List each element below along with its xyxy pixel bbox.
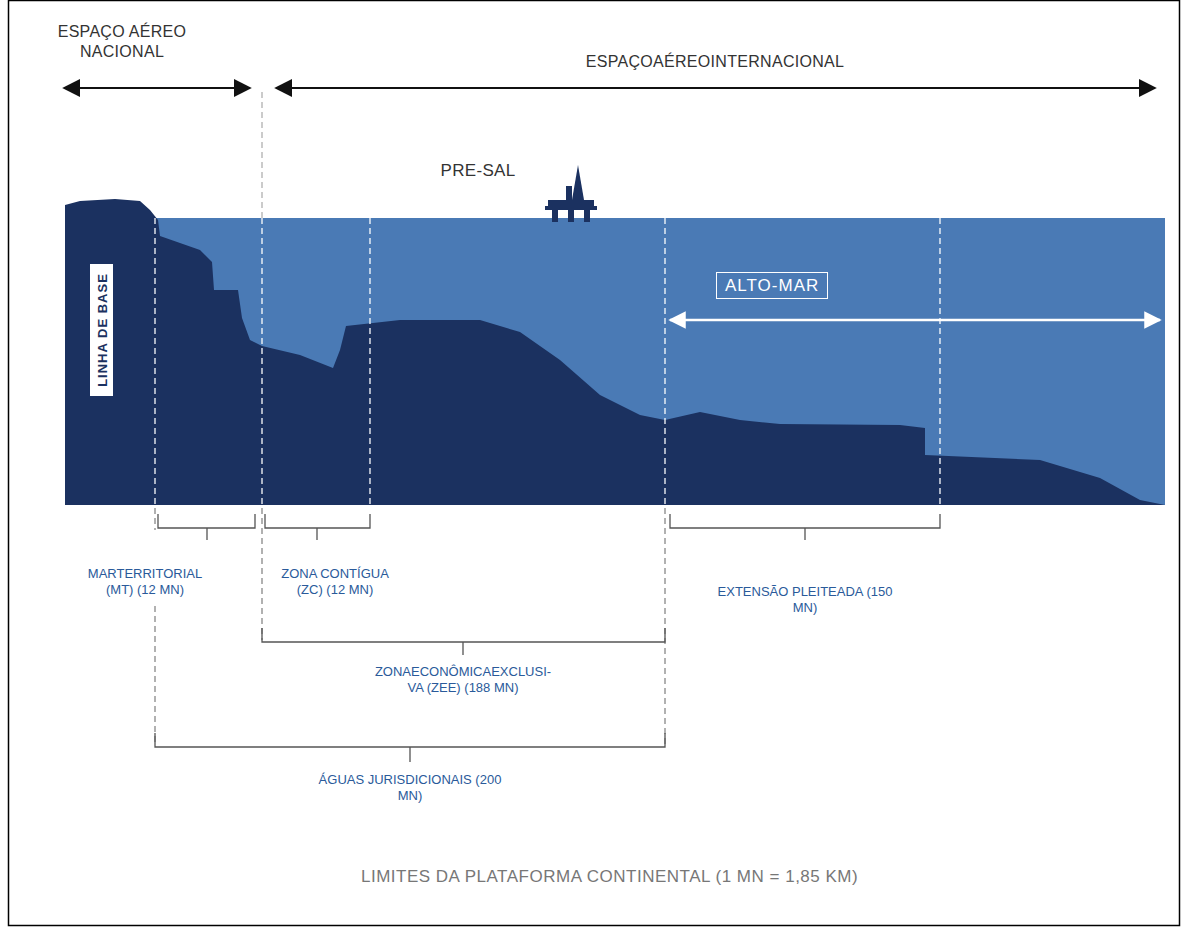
brackets: [155, 733, 665, 762]
zone-label: MARTERRITORIAL (MT) (12 MN): [80, 566, 210, 599]
limit-lines-below: [154, 508, 155, 530]
limit-lines-below: [261, 508, 262, 640]
zone-label: EXTENSÃO PLEITEADA (150 MN): [715, 584, 895, 617]
limit-lines: [939, 218, 941, 505]
airspace-arrows: [261, 92, 263, 218]
brackets: [262, 628, 665, 655]
brackets: [158, 514, 255, 540]
airspace-label: ESPAÇOAÉREOINTERNACIONAL: [555, 52, 875, 72]
limit-lines: [664, 218, 666, 505]
alto-mar-arrow: [670, 319, 1160, 322]
zone-label: ZONAECONÔMICAEXCLUSI- VA (ZEE) (188 MN): [368, 664, 558, 697]
baseline-label: LINHA DE BASE: [94, 273, 109, 387]
frame: [9, 1, 1180, 926]
airspace-label: ESPAÇO AÉREO NACIONAL: [52, 22, 192, 62]
limit-lines-below: [154, 606, 155, 745]
airspace-arrows: [276, 87, 1155, 89]
seabed: [65, 199, 1165, 505]
zone-label: ALTO-MAR: [716, 272, 828, 299]
limit-lines: [155, 218, 940, 505]
limit-lines: [369, 218, 371, 505]
airspace-arrows: [64, 87, 250, 89]
zone-label: ZONA CONTÍGUA (ZC) (12 MN): [274, 566, 396, 599]
caption: LIMITES DA PLATAFORMA CONTINENTAL (1 MN …: [361, 866, 858, 887]
platform-icon: [584, 210, 590, 222]
platform-icon: [552, 210, 558, 222]
platform-icon: [545, 165, 597, 222]
zone-label: ÁGUAS JURISDICIONAIS (200 MN): [315, 772, 505, 805]
baseline-box: LINHA DE BASE: [90, 264, 113, 396]
limit-lines: [154, 218, 156, 505]
limit-lines: [261, 218, 263, 505]
brackets: [670, 514, 940, 540]
platform-icon: [545, 206, 597, 210]
platform-icon: [568, 210, 574, 222]
brackets: [155, 514, 940, 762]
platform-icon: [566, 186, 572, 200]
brackets: [265, 514, 370, 540]
platform-label: PRE-SAL: [433, 160, 523, 181]
platform-icon: [548, 200, 594, 206]
limit-lines-below: [155, 508, 665, 745]
platform-icon: [572, 165, 584, 200]
airspace-arrows: [64, 88, 1155, 218]
limit-lines-below: [664, 508, 665, 745]
